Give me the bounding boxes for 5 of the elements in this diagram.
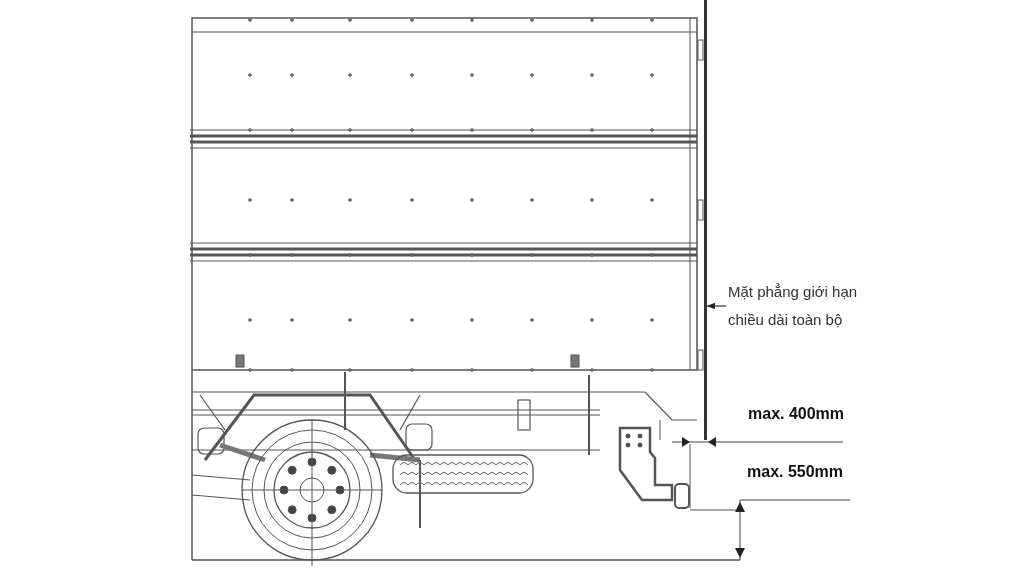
limit-plane-note: Mặt phẳng giới hạn chiều dài toàn bộ (728, 278, 893, 334)
dimension-label: max. 550mm (747, 463, 844, 481)
leader-line (706, 302, 727, 310)
limit-plane-line (704, 0, 707, 440)
dimension-label: max. 400mm (748, 405, 845, 423)
